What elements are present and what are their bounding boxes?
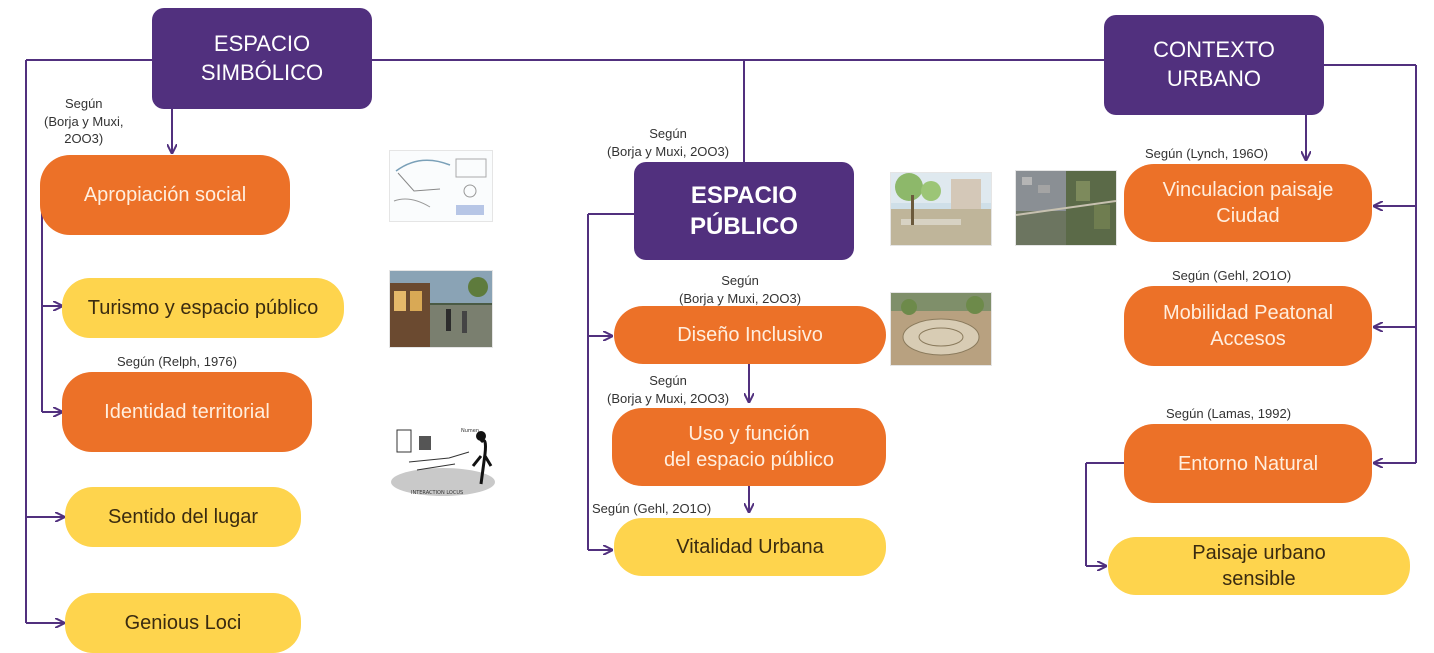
cite-line: (Borja y Muxi, bbox=[44, 113, 124, 129]
node-label: Vitalidad Urbana bbox=[676, 536, 824, 558]
citation-borja-muxi: Según (Borja y Muxi, 2OO3) bbox=[607, 372, 729, 407]
node-label: Uso y función bbox=[688, 423, 810, 445]
node-vitalidad-urbana: Vitalidad Urbana bbox=[614, 518, 886, 576]
header-line: ESPACIO bbox=[690, 181, 798, 209]
header-line: SIMBÓLICO bbox=[200, 59, 324, 85]
node-sentido-lugar: Sentido del lugar bbox=[65, 487, 301, 547]
citation-lynch: Según (Lynch, 196O) bbox=[1145, 146, 1269, 161]
citation-borja-muxi: Según (Borja y Muxi, 2OO3) bbox=[44, 95, 123, 148]
urban-plaza-image bbox=[890, 172, 992, 246]
node-label: Accesos bbox=[1210, 328, 1286, 350]
node-label: Vinculacion paisaje bbox=[1162, 179, 1334, 201]
cite-line: 2OO3) bbox=[64, 131, 104, 147]
header-espacio-simbolico: ESPACIO SIMBÓLICO bbox=[152, 8, 372, 109]
image-caption: INTERACTION LOCUS bbox=[411, 490, 463, 496]
node-label: del espacio público bbox=[663, 449, 835, 471]
node-label: Sentido del lugar bbox=[107, 506, 259, 528]
citation-relph: Según (Relph, 1976) bbox=[117, 354, 237, 369]
node-label: Turismo y espacio público bbox=[87, 297, 319, 319]
node-entorno-natural: Entorno Natural bbox=[1124, 424, 1372, 503]
node-label: Mobilidad Peatonal bbox=[1162, 302, 1334, 324]
node-label: Apropiación social bbox=[83, 184, 247, 206]
node-genious-loci: Genious Loci bbox=[65, 593, 301, 653]
tourism-street-image bbox=[389, 270, 493, 348]
node-label: Entorno Natural bbox=[1177, 452, 1319, 475]
node-label: Diseño Inclusivo bbox=[677, 324, 823, 346]
cite-line: (Borja y Muxi, 2OO3) bbox=[679, 290, 802, 306]
node-label: Genious Loci bbox=[124, 612, 242, 634]
node-identidad-territorial: Identidad territorial bbox=[62, 372, 312, 452]
node-label: sensible bbox=[1222, 568, 1296, 590]
interaction-locus-image: INTERACTION LOCUS Numen bbox=[389, 422, 497, 498]
cite-line: Según bbox=[649, 373, 687, 388]
header-contexto-urbano: CONTEXTO URBANO bbox=[1104, 15, 1324, 115]
cite-line: (Borja y Muxi, 2OO3) bbox=[607, 143, 730, 159]
node-disenio-inclusivo: Diseño Inclusivo bbox=[614, 306, 886, 364]
citation-borja-muxi: Según (Borja y Muxi, 2OO3) bbox=[607, 125, 729, 160]
header-espacio-publico: ESPACIO PÚBLICO bbox=[634, 162, 854, 260]
node-turismo: Turismo y espacio público bbox=[62, 278, 344, 338]
citation-gehl: Según (Gehl, 2O1O) bbox=[1172, 268, 1292, 283]
node-apropiacion-social: Apropiación social bbox=[40, 155, 290, 235]
citation-lamas: Según (Lamas, 1992) bbox=[1166, 406, 1292, 421]
node-paisaje-urbano: Paisaje urbano sensible bbox=[1108, 537, 1410, 595]
cite-line: Según bbox=[721, 273, 759, 288]
node-label: Paisaje urbano bbox=[1192, 542, 1326, 564]
header-line: URBANO bbox=[1166, 66, 1262, 91]
node-uso-funcion: Uso y función del espacio público bbox=[612, 408, 886, 486]
citation-gehl: Según (Gehl, 2O1O) bbox=[592, 501, 712, 516]
cite-line: Según bbox=[649, 126, 687, 141]
header-line: CONTEXTO bbox=[1153, 37, 1275, 63]
node-label: Ciudad bbox=[1216, 205, 1280, 227]
architecture-sketch-image bbox=[389, 150, 493, 222]
node-label: Identidad territorial bbox=[104, 401, 270, 423]
inclusive-design-image bbox=[890, 292, 992, 366]
image-label: Numen bbox=[461, 428, 479, 434]
cite-line: Según bbox=[64, 96, 103, 111]
header-line: ESPACIO bbox=[213, 30, 311, 56]
header-line: PÚBLICO bbox=[690, 213, 798, 240]
aerial-city-image bbox=[1015, 170, 1117, 246]
cite-line: (Borja y Muxi, 2OO3) bbox=[607, 390, 730, 406]
citation-borja-muxi: Según (Borja y Muxi, 2OO3) bbox=[679, 272, 801, 307]
